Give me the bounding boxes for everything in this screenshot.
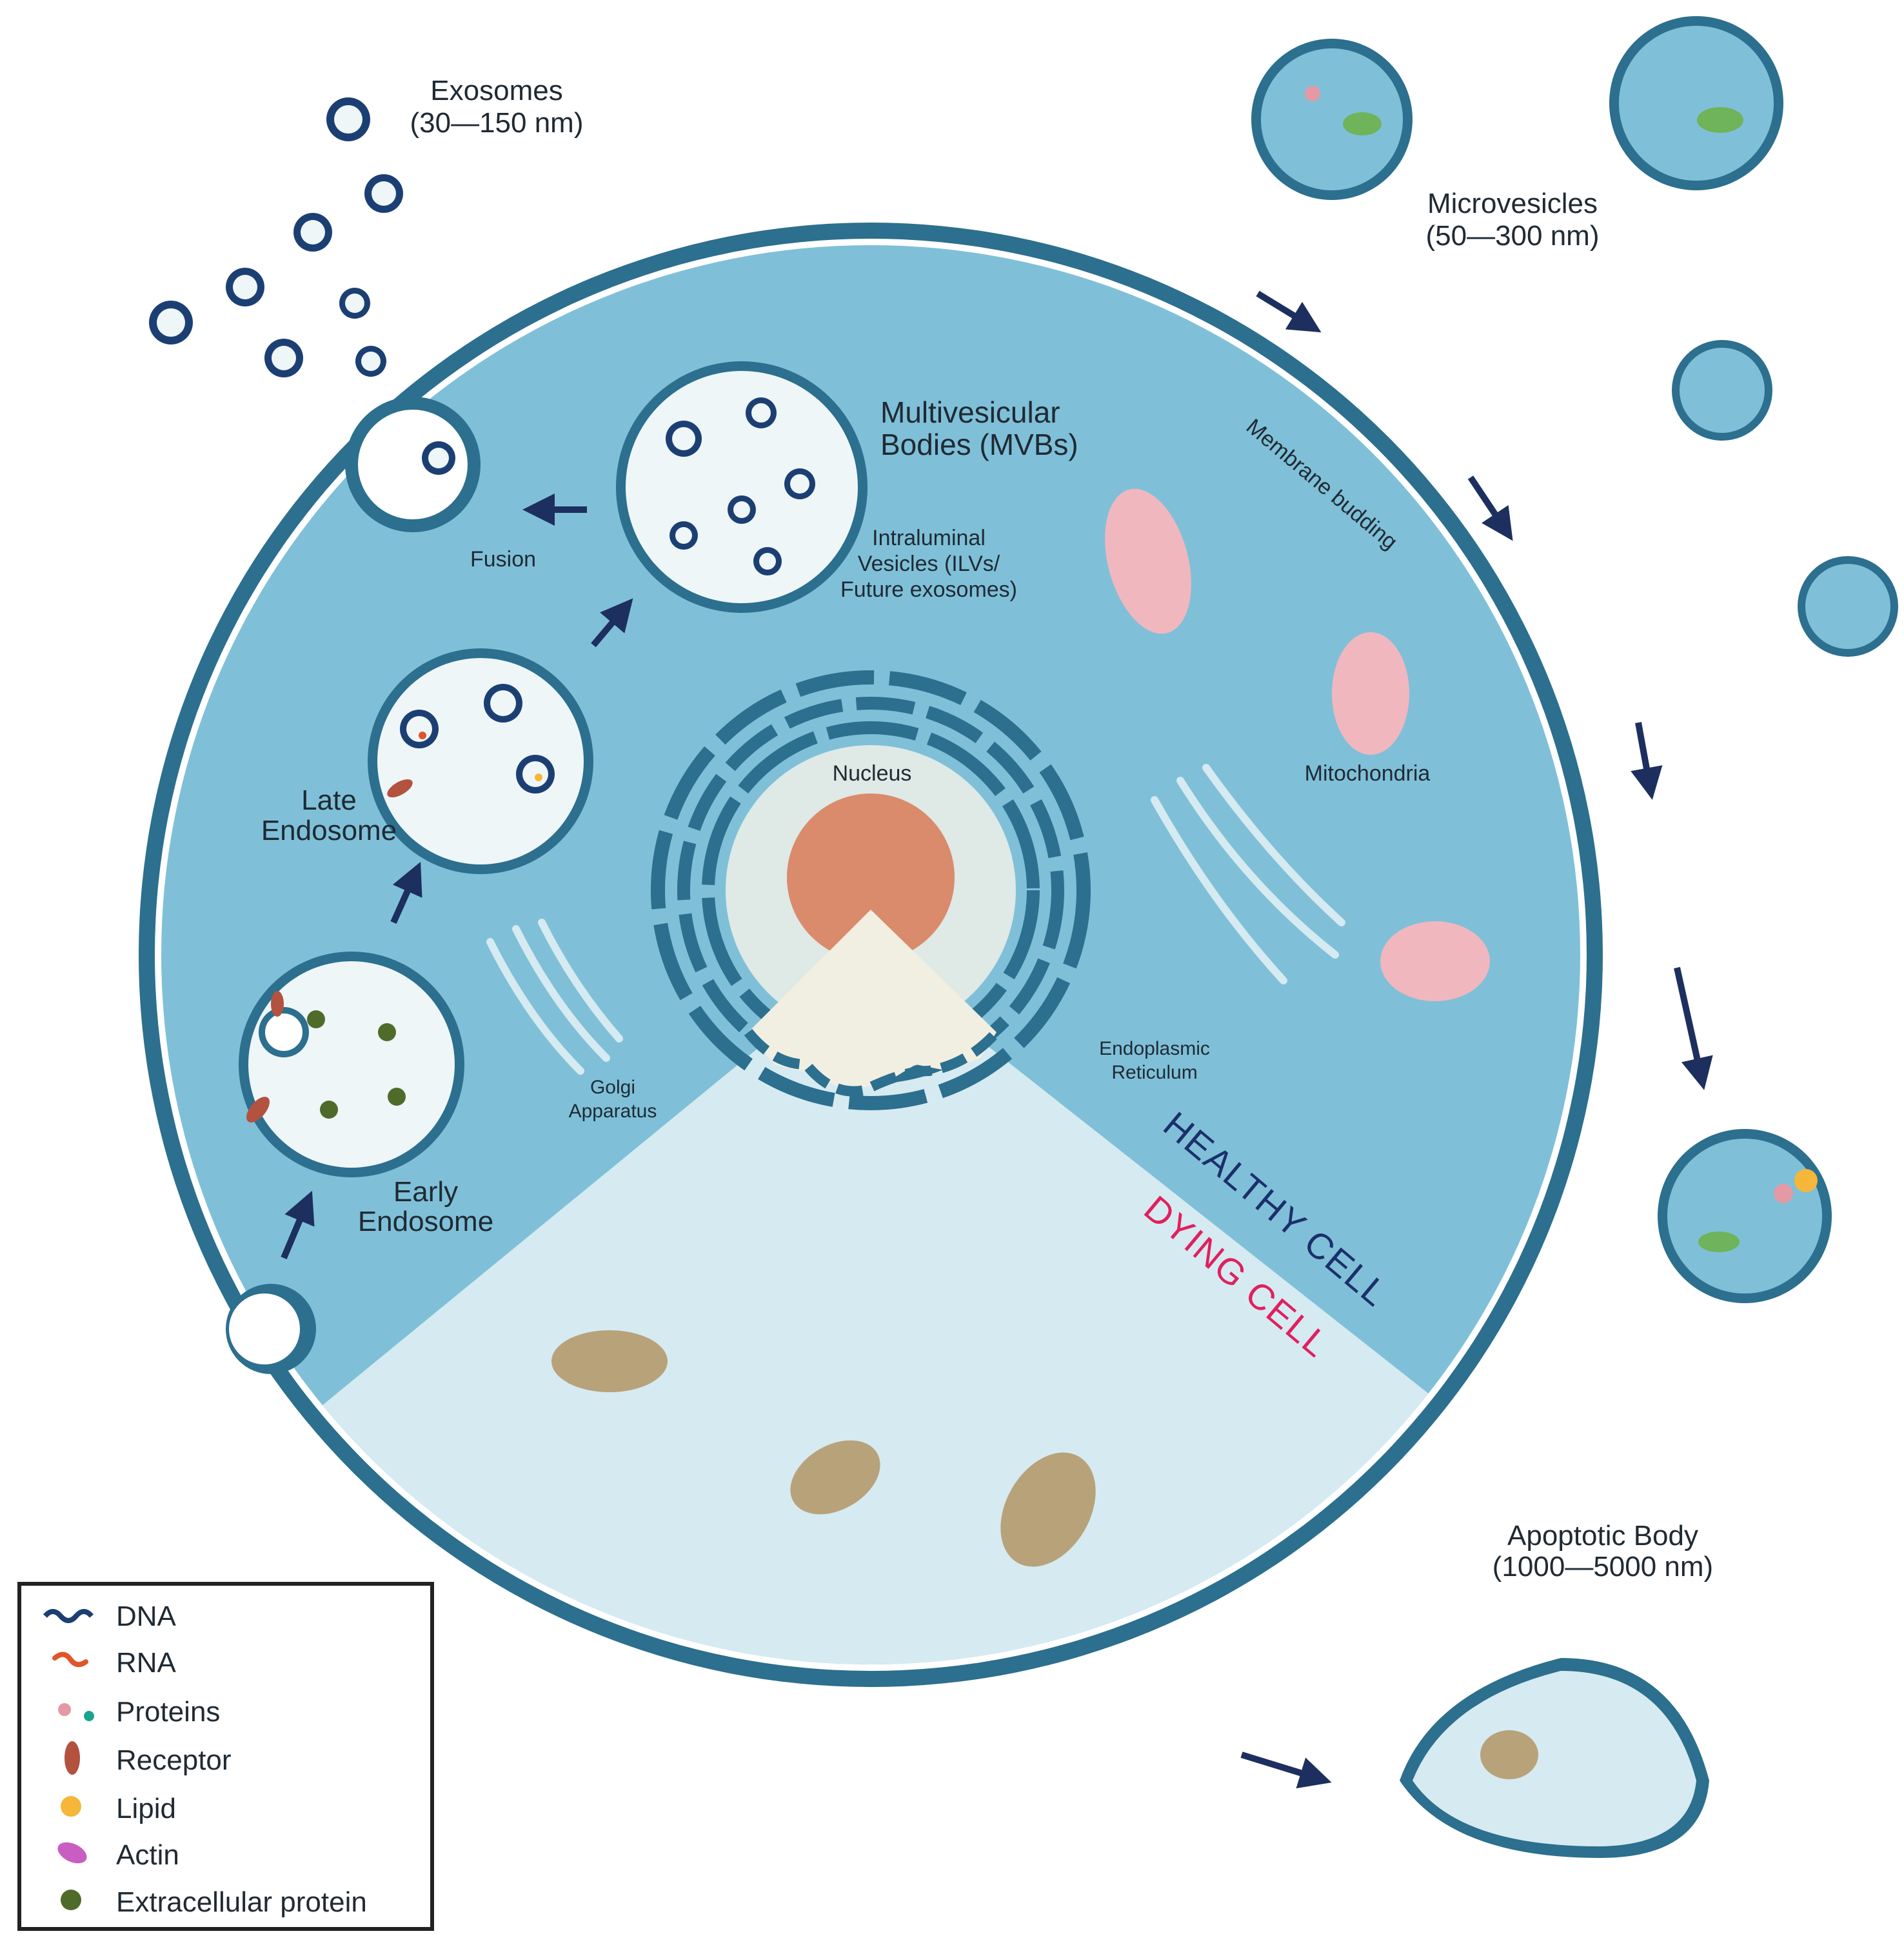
- label-mitochondria: Mitochondria: [1305, 761, 1431, 786]
- label-late-endosome-line1: Late: [301, 784, 357, 816]
- early-endosome: [239, 952, 464, 1177]
- extracellular-protein: [307, 1010, 325, 1028]
- legend-label-dna: DNA: [116, 1601, 177, 1632]
- fusion-pocket: [358, 410, 468, 519]
- label-apoptotic-body: Apoptotic Body: [1507, 1520, 1698, 1552]
- endocytosis-pocket: [229, 1293, 300, 1364]
- broken-nuclear-envelope: [744, 1028, 1000, 1097]
- extracellular-protein: [378, 1023, 396, 1041]
- label-golgi-line2: Apparatus: [569, 1101, 657, 1122]
- label-fusion: Fusion: [470, 547, 536, 572]
- dying-organelles: [551, 1330, 1096, 1567]
- arrow-to-apoptotic-body: [1240, 1752, 1332, 1789]
- actin-icon: [57, 1842, 87, 1864]
- dying-sector: [258, 955, 1445, 1664]
- label-nucleus: Nucleus: [833, 761, 912, 786]
- label-er-line1: Endoplasmic: [1099, 1038, 1210, 1059]
- receptor: [246, 1097, 270, 1123]
- microvesicles-cluster: [1251, 16, 1898, 1303]
- multivesicular-body: [616, 361, 868, 613]
- extracellular-protein: [388, 1088, 406, 1106]
- legend: DNA RNA Proteins Receptor Lipid Actin Ex…: [17, 1582, 434, 1931]
- extracellular-protein: [320, 1101, 338, 1119]
- arrow-to-mvb: [591, 598, 633, 648]
- legend-box: [17, 1582, 434, 1931]
- arrow-to-early-endosome: [281, 1190, 315, 1259]
- endoplasmic-reticulum-outer: [651, 670, 1091, 1110]
- label-apoptotic-body-size: (1000—5000 nm): [1492, 1551, 1713, 1583]
- label-ilv-line2: Vesicles (ILVs/: [858, 552, 1000, 576]
- label-microvesicles: Microvesicles: [1427, 188, 1598, 219]
- receptor: [271, 991, 284, 1017]
- legend-label-receptor: Receptor: [116, 1744, 232, 1776]
- label-ilv-line3: Future exosomes): [840, 577, 1017, 602]
- late-endosome: [368, 648, 593, 874]
- dna-icon: [43, 1609, 94, 1623]
- nucleus-fragment: [748, 910, 997, 1090]
- lipid-icon: [61, 1796, 81, 1817]
- dying-cytoplasm: [258, 955, 1445, 1664]
- legend-row-actin: Actin: [57, 1839, 179, 1871]
- endoplasmic-reticulum-strands: [1151, 764, 1345, 984]
- legend-label-extracellular-protein: Extracellular protein: [116, 1886, 367, 1918]
- mitochondria: [1105, 488, 1490, 1001]
- legend-label-rna: RNA: [116, 1647, 177, 1679]
- legend-label-lipid: Lipid: [116, 1793, 176, 1824]
- rna-icon: [52, 1652, 88, 1668]
- legend-row-proteins: Proteins: [58, 1696, 220, 1728]
- legend-label-actin: Actin: [116, 1839, 179, 1871]
- legend-row-rna: RNA: [52, 1647, 177, 1679]
- label-early-endosome-line2: Endosome: [358, 1206, 493, 1237]
- legend-row-extracellular-protein: Extracellular protein: [61, 1886, 367, 1918]
- intraluminal-vesicles: [666, 397, 815, 575]
- legend-label-proteins: Proteins: [116, 1696, 220, 1728]
- apoptotic-body: [1400, 1658, 1709, 1858]
- label-mvb-line1: Multivesicular: [880, 395, 1060, 429]
- arrow-budding-1: [1256, 290, 1322, 333]
- arrow-budding-4: [1674, 966, 1713, 1090]
- label-golgi-line1: Golgi: [590, 1077, 635, 1098]
- pathway-arrows: [281, 290, 1713, 1789]
- label-mvb-line2: Bodies (MVBs): [880, 428, 1078, 461]
- nucleolus: [787, 794, 955, 961]
- label-exosomes: Exosomes: [430, 75, 562, 106]
- receptor-icon: [64, 1741, 80, 1775]
- label-er-line2: Reticulum: [1111, 1062, 1197, 1083]
- proteins-icon: [58, 1703, 71, 1716]
- extracellular-protein-icon: [61, 1890, 81, 1910]
- label-early-endosome-line1: Early: [393, 1176, 458, 1208]
- receptor: [387, 779, 413, 797]
- legend-row-lipid: Lipid: [61, 1793, 176, 1824]
- exosomes-cluster: [149, 97, 455, 475]
- golgi-apparatus: [486, 919, 623, 1075]
- label-microvesicles-size: (50—300 nm): [1425, 220, 1599, 252]
- label-ilv-line1: Intraluminal: [872, 526, 986, 550]
- nucleus: [651, 670, 1091, 1110]
- label-exosomes-size: (30—150 nm): [410, 107, 583, 139]
- legend-row-receptor: Receptor: [64, 1741, 232, 1776]
- arrow-budding-3: [1631, 722, 1663, 800]
- legend-row-dna: DNA: [43, 1601, 177, 1632]
- arrow-budding-2: [1467, 475, 1513, 541]
- arrow-to-late-endosome: [390, 861, 422, 924]
- label-late-endosome-line2: Endosome: [261, 815, 397, 846]
